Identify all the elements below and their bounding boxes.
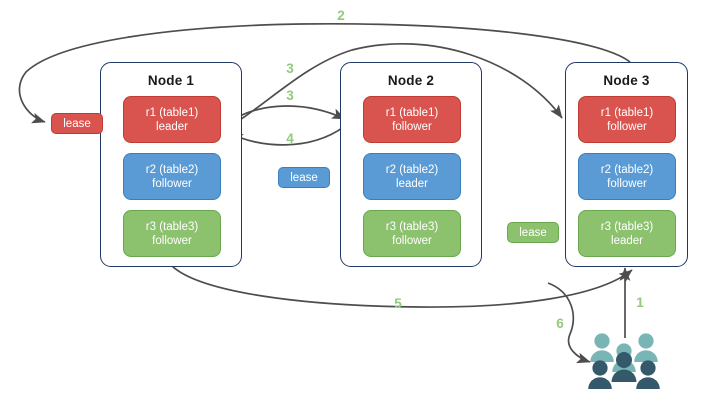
replica-line1: r1 (table1) <box>600 106 654 119</box>
step-label-1: 1 <box>636 295 644 310</box>
replica-line1: r1 (table1) <box>385 106 439 119</box>
arrow-step-6 <box>547 282 591 364</box>
replica-r1-node3[interactable]: r1 (table1) follower <box>578 96 676 143</box>
arrow-step-3-to-node3 <box>221 43 563 131</box>
replica-r3-node3[interactable]: r3 (table3) leader <box>578 210 676 257</box>
replica-line1: r3 (table3) <box>600 220 654 233</box>
node-card-3: Node 3 r1 (table1) follower r2 (table2) … <box>565 62 688 267</box>
replica-line1: r1 (table1) <box>145 106 199 119</box>
replica-r3-node2[interactable]: r3 (table3) follower <box>363 210 461 257</box>
node-title: Node 1 <box>147 73 195 88</box>
step-label-5: 5 <box>394 296 402 311</box>
step-label-3-lower: 3 <box>286 88 294 103</box>
replica-r2-node3[interactable]: r2 (table2) follower <box>578 153 676 200</box>
arrow-step-2 <box>18 22 631 124</box>
replica-r2-node1[interactable]: r2 (table2) follower <box>123 153 221 200</box>
replica-line1: r2 (table2) <box>600 163 654 176</box>
lease-badge-blue[interactable]: lease <box>278 167 330 188</box>
replica-line1: r3 (table3) <box>145 220 199 233</box>
replica-line2: leader <box>156 120 188 133</box>
replica-line2: follower <box>392 234 432 247</box>
replica-r3-node1[interactable]: r3 (table3) follower <box>123 210 221 257</box>
step-label-3-upper: 3 <box>286 61 294 76</box>
replica-line2: follower <box>607 120 647 133</box>
replica-line2: follower <box>152 177 192 190</box>
node-title: Node 3 <box>603 73 650 88</box>
replica-line1: r2 (table2) <box>145 163 199 176</box>
replica-r1-node2[interactable]: r1 (table1) follower <box>363 96 461 143</box>
arrow-step-5 <box>171 265 633 308</box>
replica-line1: r3 (table3) <box>385 220 439 233</box>
users-group-icon <box>588 333 660 389</box>
replica-line2: follower <box>607 177 647 190</box>
node-card-2: Node 2 r1 (table1) follower r2 (table2) … <box>340 62 482 267</box>
replica-line1: r2 (table2) <box>385 163 439 176</box>
step-label-4: 4 <box>286 131 294 146</box>
node-title: Node 2 <box>387 73 435 88</box>
step-label-2: 2 <box>337 8 345 23</box>
replica-r2-node2[interactable]: r2 (table2) leader <box>363 153 461 200</box>
replica-line2: follower <box>152 234 192 247</box>
replica-line2: leader <box>611 234 643 247</box>
replica-line2: follower <box>392 120 432 133</box>
lease-badge-green[interactable]: lease <box>507 222 559 243</box>
arrow-step-3-to-node2 <box>223 105 346 127</box>
lease-badge-red[interactable]: lease <box>51 113 103 134</box>
step-label-6: 6 <box>556 316 564 331</box>
node-card-1: Node 1 r1 (table1) leader r2 (table2) fo… <box>100 62 242 267</box>
replica-r1-node1[interactable]: r1 (table1) leader <box>123 96 221 143</box>
replica-line2: leader <box>396 177 428 190</box>
